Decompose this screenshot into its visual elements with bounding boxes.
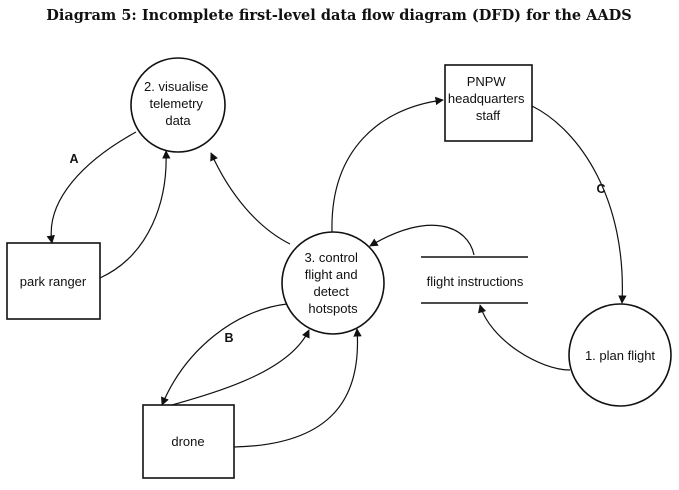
flow-a-visualise-to-ranger bbox=[46, 131, 137, 244]
process-control-line-1: 3. control bbox=[304, 250, 358, 265]
svg-text:flight instructions: flight instructions bbox=[427, 274, 524, 289]
entity-pnpw-headquarters: PNPW headquarters staff bbox=[444, 64, 533, 142]
flow-c-pnpw-to-plan bbox=[531, 105, 627, 304]
entity-pnpw-line-3: staff bbox=[476, 108, 501, 123]
entity-pnpw-line-1: PNPW bbox=[467, 74, 507, 89]
process-control-line-4: hotspots bbox=[308, 301, 358, 316]
diagram-title: Diagram 5: Incomplete first-level data f… bbox=[46, 7, 631, 24]
entity-drone-line-1: drone bbox=[171, 434, 204, 449]
process-control-line-3: detect bbox=[313, 284, 349, 299]
process-plan-line-1: 1. plan flight bbox=[585, 348, 655, 363]
flow-b-control-to-drone bbox=[161, 303, 288, 406]
process-visualise-line-2: telemetry bbox=[149, 96, 203, 111]
svg-text:2. visualise telemetry: 2. visualise telemetry data bbox=[144, 79, 212, 128]
flow-ranger-to-visualise bbox=[99, 150, 171, 279]
flow-control-to-pnpw bbox=[331, 96, 444, 233]
flow-label-c: C bbox=[596, 182, 605, 196]
svg-text:park ranger: park ranger bbox=[20, 274, 87, 289]
process-plan-flight: 1. plan flight bbox=[568, 303, 672, 407]
entity-drone: drone bbox=[142, 404, 235, 479]
flow-label-b: B bbox=[224, 331, 233, 345]
datastore-flight-instructions: flight instructions bbox=[421, 256, 528, 304]
process-control-flight: 3. control flight and detect hotspots bbox=[281, 231, 385, 335]
flow-plan-to-store bbox=[478, 304, 571, 371]
flow-control-to-visualise bbox=[210, 152, 291, 245]
entity-pnpw-line-2: headquarters bbox=[448, 91, 525, 106]
process-control-line-2: flight and bbox=[305, 267, 358, 282]
process-visualise-line-3: data bbox=[165, 113, 191, 128]
svg-text:1. plan flight: 1. plan flight bbox=[585, 348, 655, 363]
flow-store-to-control bbox=[369, 224, 475, 256]
svg-text:PNPW headquarters: PNPW headquarters staff bbox=[448, 74, 528, 123]
flow-label-a: A bbox=[69, 152, 78, 166]
entity-ranger-line-1: park ranger bbox=[20, 274, 87, 289]
entity-park-ranger: park ranger bbox=[6, 242, 101, 320]
flow-drone-to-control-2 bbox=[233, 328, 362, 448]
svg-text:3. control flight and: 3. control flight and detect hotspots bbox=[304, 250, 361, 316]
datastore-label: flight instructions bbox=[427, 274, 524, 289]
flow-drone-to-control-1 bbox=[171, 329, 310, 406]
process-visualise-telemetry: 2. visualise telemetry data bbox=[130, 57, 226, 153]
svg-text:drone: drone bbox=[171, 434, 204, 449]
process-visualise-line-1: 2. visualise bbox=[144, 79, 208, 94]
